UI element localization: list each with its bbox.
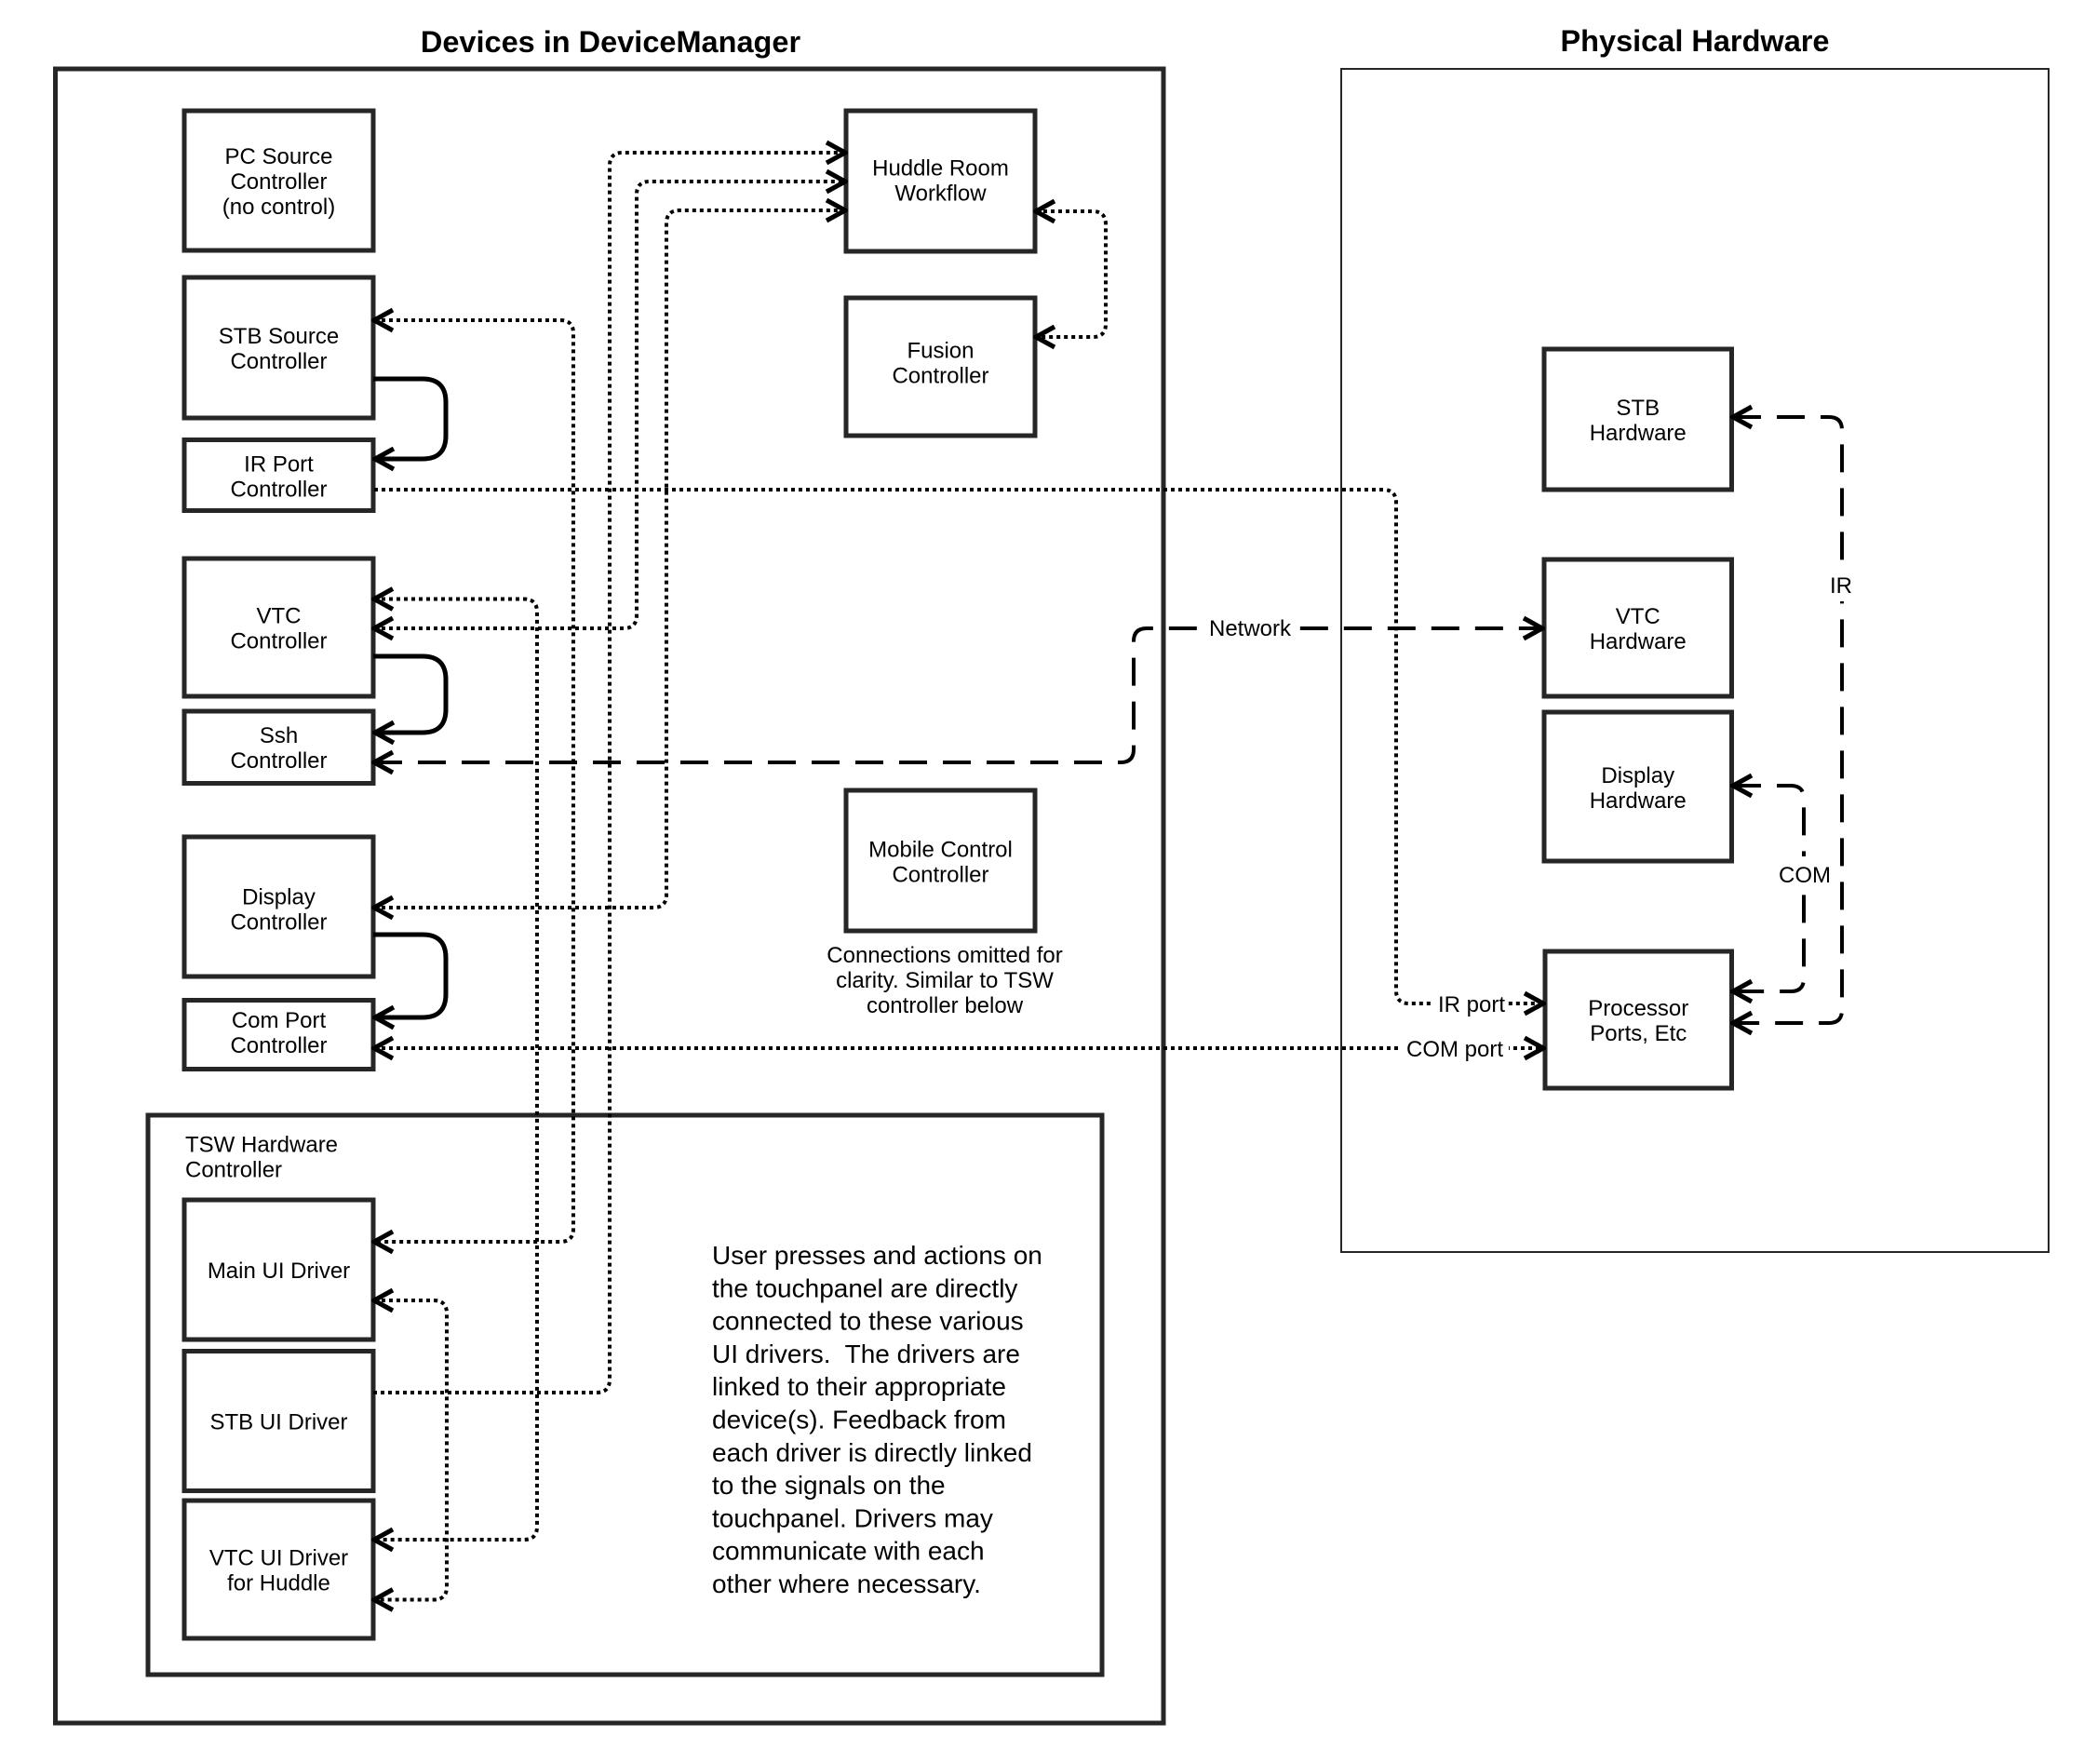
svg-text:Main UI Driver: Main UI Driver xyxy=(208,1259,350,1284)
svg-text:IR port: IR port xyxy=(1438,992,1505,1017)
svg-text:Physical Hardware: Physical Hardware xyxy=(1560,24,1829,58)
svg-text:COM port: COM port xyxy=(1406,1037,1503,1062)
svg-text:Network: Network xyxy=(1209,616,1292,641)
svg-text:STB UI Driver: STB UI Driver xyxy=(209,1410,347,1435)
svg-text:COM: COM xyxy=(1779,863,1831,888)
svg-text:Devices in DeviceManager: Devices in DeviceManager xyxy=(421,25,801,59)
svg-text:IR: IR xyxy=(1830,573,1852,599)
